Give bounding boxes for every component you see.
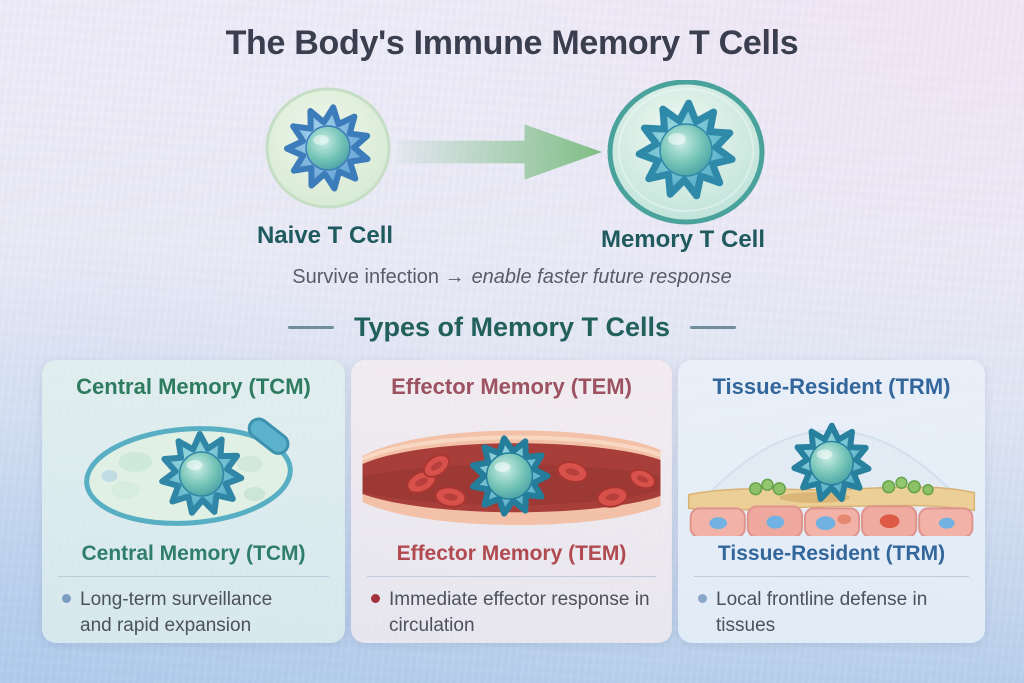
card-tissue-resident: Tissue-Resident (TRM)	[678, 360, 985, 643]
divider	[367, 576, 656, 577]
naive-t-cell-label: Naive T Cell	[256, 222, 394, 249]
red-blood-cells	[406, 454, 656, 508]
memory-t-cell-illustration	[602, 80, 770, 228]
tem-cell-nucleus	[485, 452, 534, 500]
card-name: Central Memory (TCM)	[81, 542, 306, 565]
bullet-dot	[371, 594, 380, 603]
card-title: Tissue-Resident (TRM)	[712, 374, 951, 399]
lymph-node-illustration	[48, 404, 339, 536]
transformation-arrow-icon	[398, 124, 602, 180]
divider	[58, 576, 329, 577]
tissue-illustration	[684, 404, 979, 536]
tcm-cell-nucleus	[178, 451, 225, 497]
bullet-dot	[698, 594, 707, 603]
card-name: Tissue-Resident (TRM)	[717, 542, 946, 565]
blood-vessel-illustration	[357, 404, 666, 536]
section-title: Types of Memory T Cells	[353, 312, 671, 342]
bullet-dot	[62, 594, 71, 603]
bullet-item: Local frontline defense in tissues	[678, 577, 985, 638]
bullet-item: Long-term surveillance and rapid expansi…	[42, 577, 345, 638]
epithelial-cells	[689, 505, 974, 536]
bullet-text: Long-term surveillance and rapid expansi…	[80, 589, 273, 636]
lymph-vessel-stub	[247, 417, 290, 455]
card-name: Effector Memory (TEM)	[396, 542, 627, 565]
naive-cell-nucleus	[305, 125, 351, 171]
card-title: Central Memory (TCM)	[76, 374, 311, 399]
trm-cell-nucleus	[809, 440, 854, 486]
naive-t-cell-illustration	[258, 86, 398, 214]
microbes	[749, 476, 934, 496]
card-title: Effector Memory (TEM)	[391, 374, 632, 399]
card-effector-memory: Effector Memory (TEM) Eff	[351, 360, 672, 643]
transformation-caption: Survive infection → enable faster future …	[0, 266, 1024, 289]
divider	[694, 576, 969, 577]
page-title: The Body's Immune Memory T Cells	[225, 24, 799, 62]
bullet-item: Immediate effector response in circulati…	[351, 577, 672, 638]
card-central-memory: Central Memory (TCM) Central Memory (TCM…	[42, 360, 345, 643]
heading-dash-right	[690, 326, 737, 329]
caption-plain: Survive infection →	[292, 266, 465, 288]
bullet-text: Immediate effector response in circulati…	[389, 589, 650, 636]
heading-dash-left	[287, 326, 334, 329]
memory-t-cell-label: Memory T Cell	[600, 226, 766, 253]
memory-cell-nucleus	[659, 123, 713, 177]
bullet-text: Local frontline defense in tissues	[716, 589, 928, 636]
section-heading: Types of Memory T Cells	[0, 312, 1024, 343]
caption-italic: enable faster future response	[471, 266, 732, 288]
